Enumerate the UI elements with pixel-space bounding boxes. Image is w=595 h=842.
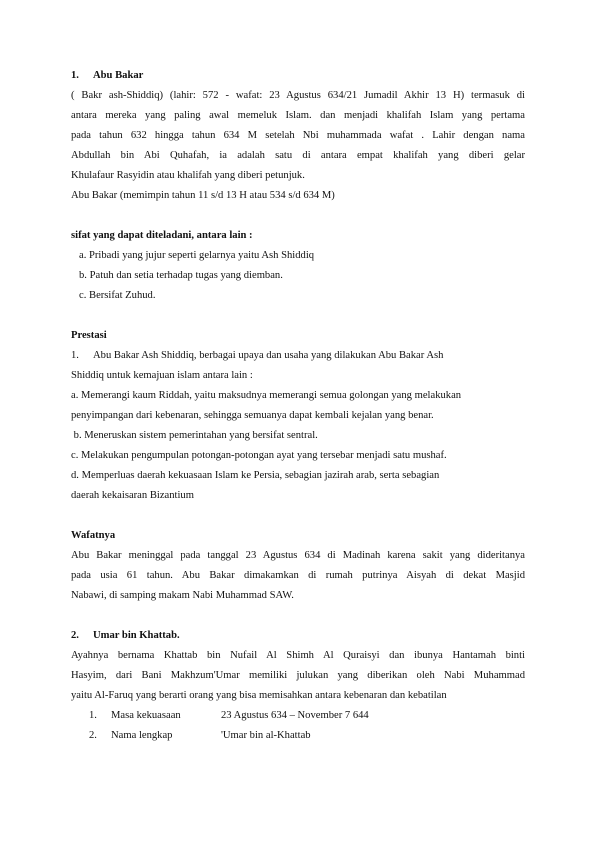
heading-sifat: sifat yang dapat diteladani, antara lain… [71, 230, 253, 241]
list-item: daerah kekaisaran Bizantium [71, 490, 194, 501]
list-item: d. Memperluas daerah kekuasaan Islam ke … [71, 470, 440, 481]
reign-line: Abu Bakar (memimpin tahun 11 s/d 13 H at… [71, 190, 335, 201]
list-item: a. Pribadi yang jujur seperti gelarnya y… [79, 250, 315, 261]
list-item: penyimpangan dari kebenaran, sehingga se… [71, 410, 434, 421]
list-item: c. Bersifat Zuhud. [79, 290, 156, 301]
heading-number: 1. [71, 70, 79, 81]
paragraph-line: Hasyim, dari Bani Makhzum'Umar memiliki … [71, 670, 525, 681]
info-item: 2. Nama lengkap 'Umar bin al-Khattab [71, 726, 525, 746]
info-value: 23 Agustus 634 – November 7 644 [221, 710, 369, 721]
info-value: 'Umar bin al-Khattab [221, 730, 311, 741]
paragraph-line: Ayahnya bernama Khattab bin Nufail Al Sh… [71, 650, 525, 661]
list-item: a. Memerangi kaum Riddah, yaitu maksudny… [71, 390, 462, 401]
info-number: 1. [89, 710, 97, 721]
paragraph-line: ( Bakr ash-Shiddiq) (lahir: 572 - wafat:… [71, 90, 525, 101]
heading-text: Umar bin Khattab. [93, 630, 180, 641]
prestasi-intro-text: Abu Bakar Ash Shiddiq, berbagai upaya da… [93, 350, 444, 361]
list-item: b. Patuh dan setia terhadap tugas yang d… [79, 270, 283, 281]
paragraph-line: Shiddiq untuk kemajuan islam antara lain… [71, 370, 253, 381]
heading-number: 2. [71, 630, 79, 641]
paragraph-line: Nabawi, di samping makam Nabi Muhammad S… [71, 590, 294, 601]
heading-text: Abu Bakar [93, 70, 144, 81]
heading-abu-bakar: 1. Abu Bakar [71, 66, 525, 86]
paragraph-line: yaitu Al-Faruq yang berarti orang yang b… [71, 690, 447, 701]
info-item: 1. Masa kekuasaan 23 Agustus 634 – Novem… [71, 706, 525, 726]
list-item: b. Meneruskan sistem pemerintahan yang b… [71, 430, 318, 441]
info-number: 2. [89, 730, 97, 741]
paragraph-line: antara mereka yang paling awal memeluk I… [71, 110, 525, 121]
heading-prestasi: Prestasi [71, 330, 107, 341]
paragraph-line: Khulafaur Rasyidin atau khalifah yang di… [71, 170, 305, 181]
prestasi-intro: 1. Abu Bakar Ash Shiddiq, berbagai upaya… [71, 346, 525, 366]
info-key: Nama lengkap [111, 730, 173, 741]
paragraph-line: Abu Bakar meninggal pada tanggal 23 Agus… [71, 550, 525, 561]
paragraph-line: pada tahun 632 hingga tahun 634 M setela… [71, 130, 525, 141]
heading-umar: 2. Umar bin Khattab. [71, 626, 525, 646]
list-item: c. Melakukan pengumpulan potongan-potong… [71, 450, 447, 461]
list-number: 1. [71, 350, 79, 361]
heading-wafatnya: Wafatnya [71, 530, 116, 541]
info-key: Masa kekuasaan [111, 710, 181, 721]
paragraph-line: Abdullah bin Abi Quhafah, ia adalah satu… [71, 150, 525, 161]
document-content: 1. Abu Bakar ( Bakr ash-Shiddiq) (lahir:… [71, 66, 525, 746]
paragraph-line: pada usia 61 tahun. Abu Bakar dimakamkan… [71, 570, 525, 581]
